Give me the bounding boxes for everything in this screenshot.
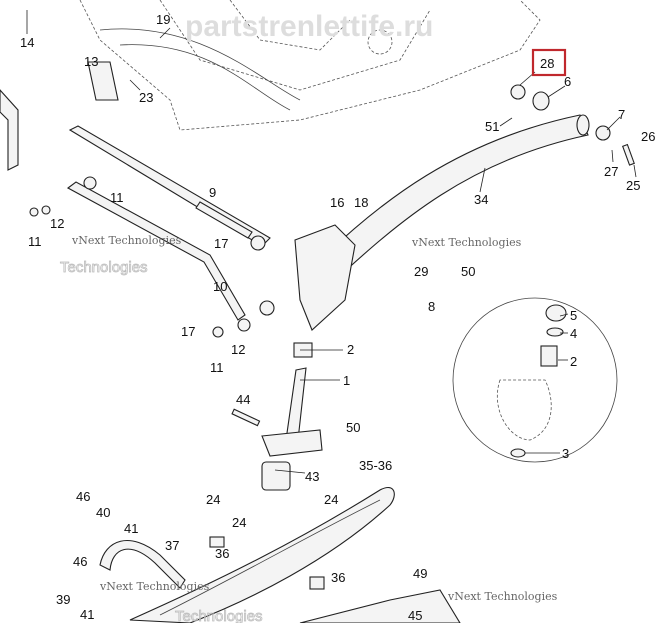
callout-13[interactable]: 13: [84, 54, 98, 69]
callout-3[interactable]: 3: [562, 446, 569, 461]
ball-joint: [237, 318, 251, 332]
callout-24[interactable]: 24: [206, 492, 220, 507]
callout-12[interactable]: 12: [231, 342, 245, 357]
callout-46[interactable]: 46: [76, 489, 90, 504]
arm-end: [576, 114, 590, 136]
highlight-box-28: [531, 48, 567, 77]
callout-29[interactable]: 29: [414, 264, 428, 279]
site-watermark: partstrenlettife.ru: [185, 10, 433, 43]
rod-9: [195, 201, 253, 239]
callout-51[interactable]: 51: [485, 119, 499, 134]
watermark-text: vNext Technologies: [71, 234, 182, 247]
pin-44: [231, 408, 261, 427]
spindle-bracket-16: [294, 224, 356, 331]
spindle-1: [285, 367, 307, 441]
callout-16[interactable]: 16: [330, 195, 344, 210]
ball-joint: [83, 176, 97, 190]
washer-3: [510, 448, 526, 458]
callout-37[interactable]: 37: [165, 538, 179, 553]
ball-joint: [250, 235, 266, 251]
nut: [41, 205, 51, 215]
bushing-36b: [309, 576, 325, 590]
watermark-text: Technologies: [175, 608, 263, 623]
callout-40[interactable]: 40: [96, 505, 110, 520]
callout-23[interactable]: 23: [139, 90, 153, 105]
callout-46[interactable]: 46: [73, 554, 87, 569]
callout-41[interactable]: 41: [80, 607, 94, 622]
bushing-2-detail: [540, 345, 558, 367]
washer: [29, 207, 39, 217]
callout-2[interactable]: 2: [347, 342, 354, 357]
callout-41[interactable]: 41: [124, 521, 138, 536]
callout-4[interactable]: 4: [570, 326, 577, 341]
washer-28: [510, 84, 526, 100]
callout-7[interactable]: 7: [618, 107, 625, 122]
bolt-25: [621, 143, 635, 166]
callout-36[interactable]: 36: [215, 546, 229, 561]
callout-6[interactable]: 6: [564, 74, 571, 89]
ball-joint: [259, 300, 275, 316]
callout-5[interactable]: 5: [570, 308, 577, 323]
ski-runner-45: [299, 589, 461, 623]
callout-11[interactable]: 11: [110, 190, 124, 205]
watermarks: vNext Technologies Technologies vNext Te…: [60, 234, 558, 623]
callout-8[interactable]: 8: [428, 299, 435, 314]
callout-49[interactable]: 49: [413, 566, 427, 581]
callout-14[interactable]: 14: [20, 35, 34, 50]
callout-18[interactable]: 18: [354, 195, 368, 210]
washer-7: [595, 125, 611, 141]
bushing-36: [209, 536, 225, 548]
watermark-text: Technologies: [60, 259, 148, 276]
spindle-arm: [261, 429, 323, 457]
watermark-text: vNext Technologies: [447, 590, 558, 603]
bracket-part: [0, 89, 19, 171]
detail-spindle: [496, 379, 552, 441]
watermark-text: vNext Technologies: [99, 580, 210, 593]
washer: [212, 326, 224, 338]
callout-11[interactable]: 11: [28, 234, 42, 249]
callout-50[interactable]: 50: [461, 264, 475, 279]
callout-24[interactable]: 24: [324, 492, 338, 507]
callout-17[interactable]: 17: [181, 324, 195, 339]
callout-24[interactable]: 24: [232, 515, 246, 530]
callout-36[interactable]: 36: [331, 570, 345, 585]
callout-17[interactable]: 17: [214, 236, 228, 251]
bushing-6: [532, 91, 550, 111]
callout-28[interactable]: 28: [540, 56, 554, 71]
callout-35-36[interactable]: 35-36: [359, 458, 392, 473]
cap-5: [545, 304, 567, 322]
callout-44[interactable]: 44: [236, 392, 250, 407]
callout-43[interactable]: 43: [305, 469, 319, 484]
callout-12[interactable]: 12: [50, 216, 64, 231]
detail-circle: [452, 297, 618, 463]
callout-34[interactable]: 34: [474, 192, 488, 207]
ski-35-36: [129, 487, 395, 623]
callout-25[interactable]: 25: [626, 178, 640, 193]
frame-outline: [79, 0, 541, 131]
block-43: [261, 461, 291, 491]
callout-26[interactable]: 26: [641, 129, 655, 144]
callout-1[interactable]: 1: [343, 373, 350, 388]
callout-9[interactable]: 9: [209, 185, 216, 200]
callout-27[interactable]: 27: [604, 164, 618, 179]
callout-39[interactable]: 39: [56, 592, 70, 607]
callout-11[interactable]: 11: [210, 360, 224, 375]
callout-labels: 14 19 13 23 28 6 51 7 26 27 25 34 11 11 …: [20, 12, 655, 623]
callout-10[interactable]: 10: [213, 279, 227, 294]
callout-50[interactable]: 50: [346, 420, 360, 435]
callout-19[interactable]: 19: [156, 12, 170, 27]
watermark-text: vNext Technologies: [411, 236, 522, 249]
ring-4: [546, 327, 564, 337]
callout-45[interactable]: 45: [408, 608, 422, 623]
callout-2[interactable]: 2: [570, 354, 577, 369]
leader-lines: [26, 10, 637, 474]
handle-37: [99, 539, 186, 589]
tie-rod-lower: [66, 181, 246, 321]
